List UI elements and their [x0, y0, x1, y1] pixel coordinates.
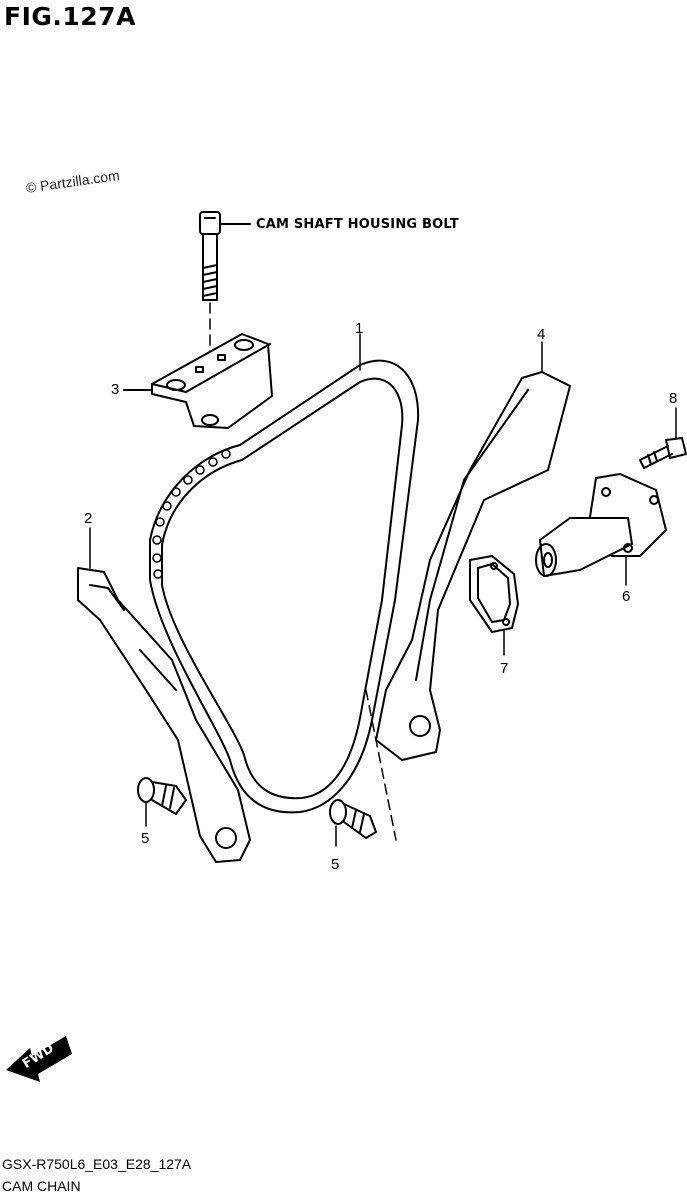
cam-chain-tensioner [535, 473, 667, 586]
guide-bolt-left [137, 777, 187, 827]
figure-title: FIG.127A [4, 2, 136, 31]
tensioner-bolt [639, 407, 687, 469]
callout-1: 1 [355, 320, 364, 337]
cam-chain-guide [365, 341, 571, 841]
callout-7: 7 [500, 660, 509, 677]
guide-bolt-right [329, 799, 377, 847]
diagram-code: GSX-R750L6_E03_E28_127A [2, 1156, 192, 1172]
callout-5-right: 5 [331, 856, 340, 873]
diagram-name: CAM CHAIN [2, 1178, 81, 1194]
callout-8: 8 [669, 390, 678, 407]
callout-2: 2 [84, 510, 93, 527]
cam-chain-tensioner-guide [77, 527, 251, 863]
cam-chain [149, 333, 420, 814]
callout-5-left: 5 [141, 830, 150, 847]
cam-shaft-housing-bolt-label: CAM SHAFT HOUSING BOLT [256, 217, 459, 232]
callout-4: 4 [537, 326, 546, 343]
fwd-arrow [6, 1036, 72, 1082]
callout-6: 6 [622, 588, 631, 605]
cam-shaft-housing-bolt [199, 211, 251, 411]
callout-3: 3 [111, 381, 120, 398]
tensioner-gasket [469, 555, 519, 656]
cam-chain-guide-holder [123, 333, 273, 429]
